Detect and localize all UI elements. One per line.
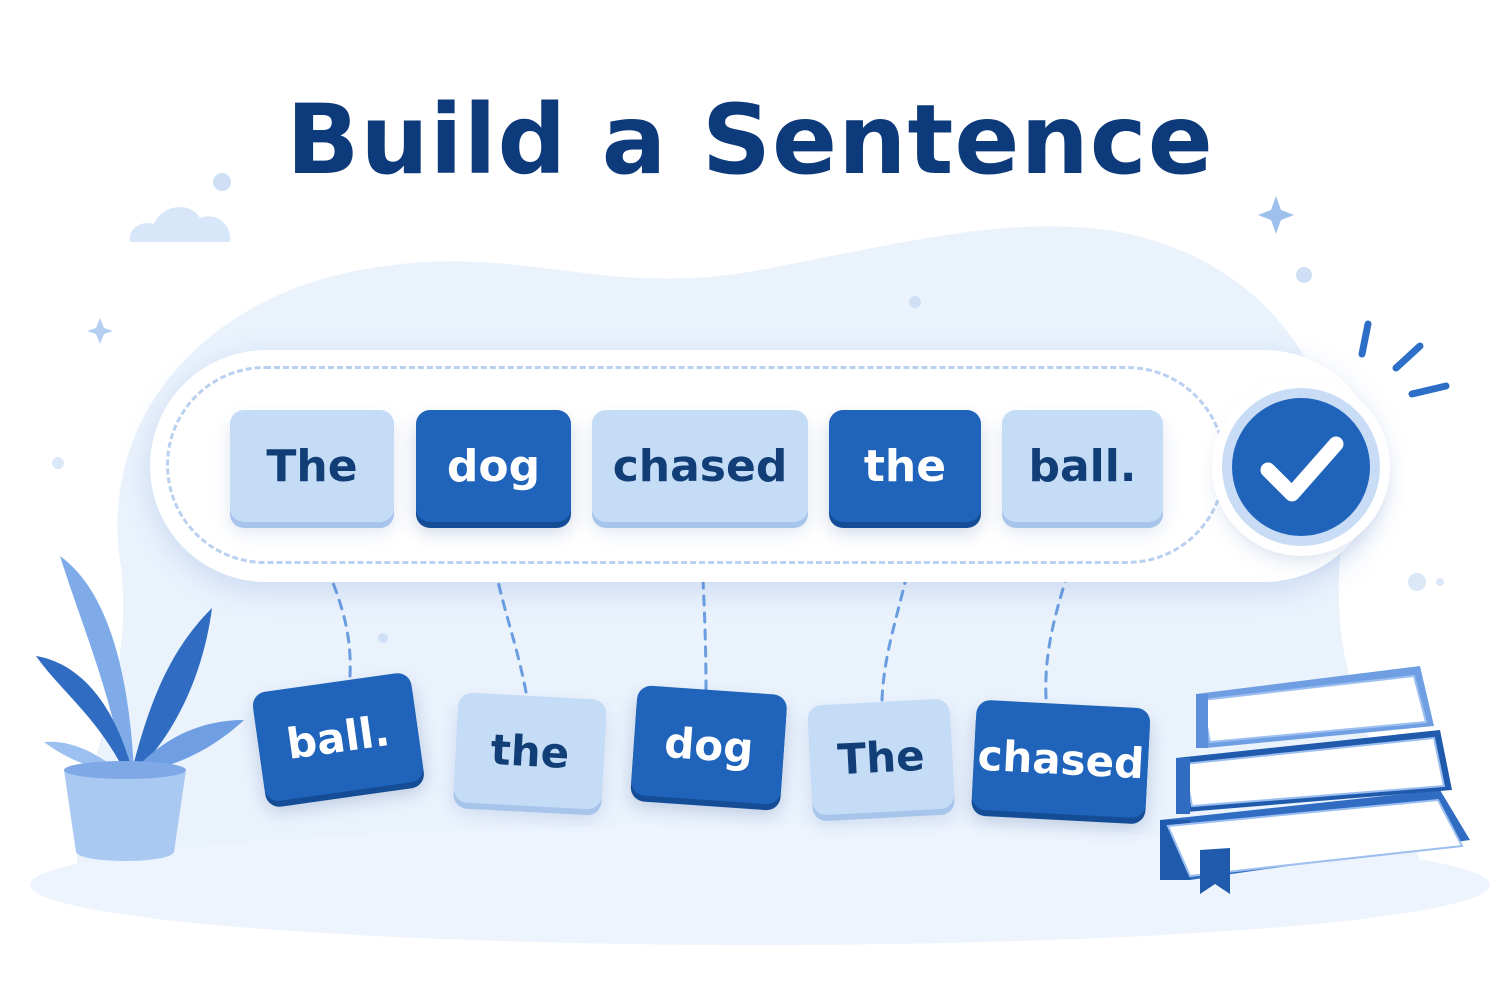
checkmark-icon	[1260, 436, 1344, 502]
decor-dot	[378, 633, 388, 643]
success-burst	[1358, 320, 1450, 398]
sparkle-icon	[87, 318, 113, 344]
decor-dot	[1296, 267, 1312, 283]
sentence-word-chip[interactable]: ball.	[1002, 410, 1163, 522]
decor-dot	[909, 296, 921, 308]
word-pool-chip[interactable]: The	[807, 698, 955, 816]
sentence-word-chip[interactable]: the	[829, 410, 981, 522]
floor-shadow	[30, 825, 1490, 945]
decor-dot	[1408, 573, 1426, 591]
book-stack-icon	[1160, 666, 1470, 894]
word-pool-chip[interactable]: the	[453, 692, 607, 810]
sentence-word-chip[interactable]: dog	[416, 410, 571, 522]
cloud-icon	[129, 207, 231, 242]
sentence-word-chip[interactable]: chased	[592, 410, 808, 522]
plant-icon	[36, 556, 244, 861]
decor-dot	[213, 173, 231, 191]
word-pool-chip[interactable]: dog	[630, 684, 788, 806]
check-answer-button[interactable]	[1222, 388, 1380, 546]
sentence-word-chip[interactable]: The	[230, 410, 394, 522]
page-title: Build a Sentence	[286, 84, 1214, 196]
word-pool-chip[interactable]: chased	[971, 699, 1151, 819]
decor-dot	[52, 457, 64, 469]
decor-dot	[1436, 578, 1444, 586]
word-pool-chip[interactable]: ball.	[251, 671, 425, 803]
sparkle-icon	[1258, 196, 1294, 234]
